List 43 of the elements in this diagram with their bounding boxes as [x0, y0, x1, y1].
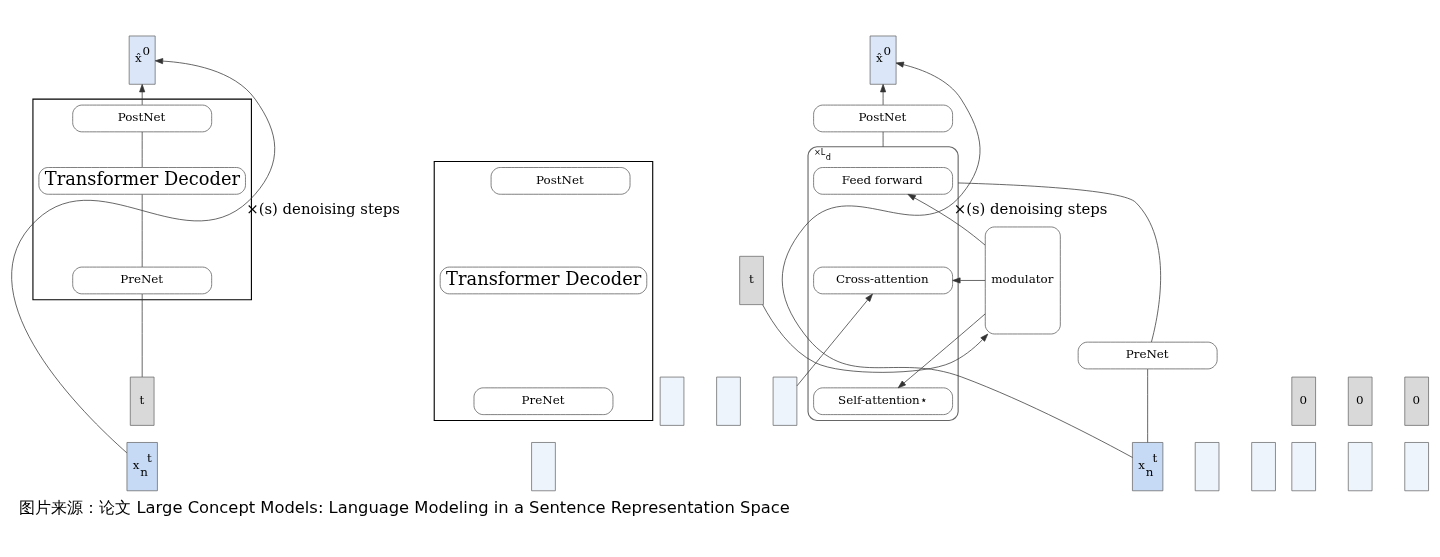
node-box: 0	[1291, 376, 1316, 426]
arrow	[907, 194, 986, 246]
node-box: PostNet	[72, 104, 213, 133]
arrow	[11, 58, 276, 454]
node-box	[1291, 442, 1316, 492]
node-box: Transformer Decoder	[38, 167, 246, 195]
node-box: PostNet	[813, 104, 953, 133]
node-box: PreNet	[72, 266, 213, 295]
arrow	[880, 84, 887, 106]
node-box	[716, 376, 741, 426]
arrow	[781, 61, 1133, 458]
connector	[141, 194, 143, 268]
cluster	[433, 161, 654, 422]
node-box: 0	[1404, 376, 1429, 426]
node-box	[1194, 442, 1220, 492]
arrow	[952, 277, 986, 284]
node-box	[1347, 442, 1373, 492]
node-box: PostNet	[490, 167, 631, 195]
node-box: t	[129, 376, 155, 426]
arrow	[796, 293, 873, 387]
connector	[957, 182, 1161, 343]
arrow	[139, 84, 146, 106]
connector	[141, 293, 143, 378]
node-box: Self-attention⋆	[813, 387, 953, 415]
arrow	[897, 313, 986, 389]
node-box: PreNet	[473, 387, 614, 415]
node-box: t	[739, 255, 764, 305]
node-box	[531, 442, 556, 492]
node-box	[1404, 442, 1429, 492]
node-box	[772, 376, 798, 426]
node-box: 0	[1347, 376, 1373, 426]
connector	[141, 131, 143, 168]
node-box	[1251, 442, 1276, 492]
node-box	[659, 376, 685, 426]
node-box: Cross-attention	[813, 266, 953, 295]
arrow	[762, 304, 989, 373]
node-box: modulator	[984, 226, 1061, 335]
connector	[1147, 368, 1148, 443]
caption: 图片来源：论文 Large Concept Models: Language Modeling in a Sentence Representation Space	[19, 498, 790, 518]
connector	[882, 131, 884, 148]
node-box: PreNet	[1077, 341, 1218, 370]
node-box: Transformer Decoder	[439, 266, 648, 295]
node-box: Feed forward	[813, 167, 953, 195]
